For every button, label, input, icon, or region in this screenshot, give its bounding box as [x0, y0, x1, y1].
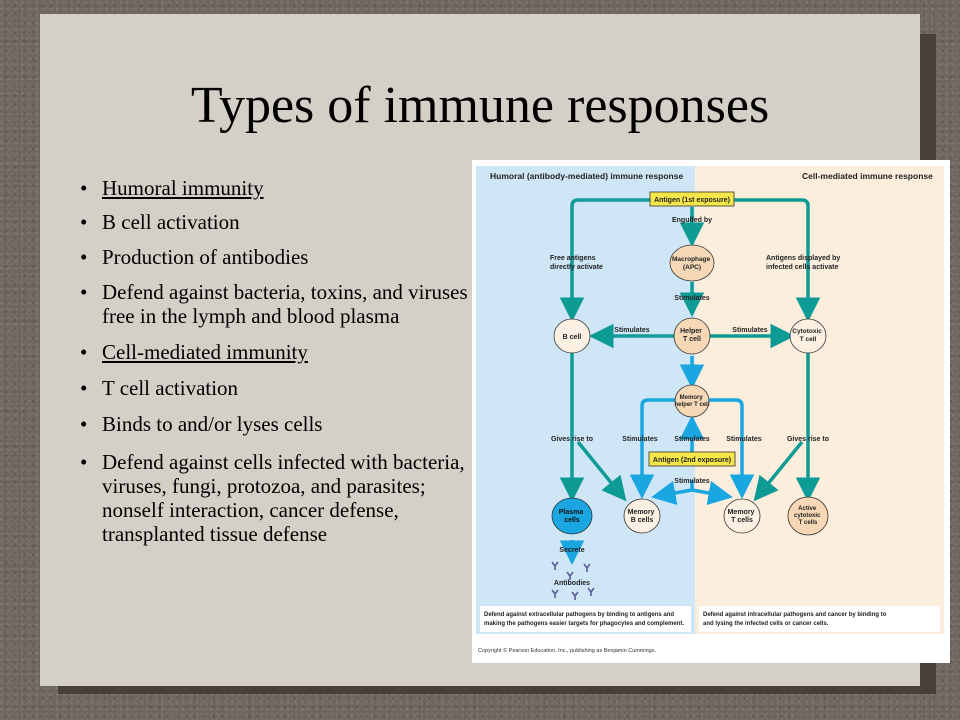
bullet-dot: • — [80, 376, 88, 400]
gives-rise-left: Gives rise to — [551, 436, 593, 443]
bullet-text: Defend against bacteria, toxins, and vir… — [102, 280, 468, 328]
diagram-canvas: Humoral (antibody-mediated) immune respo… — [476, 166, 944, 654]
bullet-text: Cell-mediated immunity — [102, 340, 308, 364]
bullet-dot: • — [80, 412, 88, 436]
bullet-item: • B cell activation — [80, 210, 482, 234]
bullet-item: • Defend against bacteria, toxins, and vi… — [80, 280, 482, 328]
bullet-item: • Binds to and/or lyses cells — [80, 412, 482, 436]
antibodies-label: Antibodies — [554, 580, 590, 587]
bullet-dot: • — [80, 280, 88, 304]
humoral-header: Humoral (antibody-mediated) immune respo… — [490, 171, 683, 181]
bullet-text: Production of antibodies — [102, 245, 309, 269]
antigens-displayed-label: Antigens displayed by infected cells act… — [766, 255, 842, 271]
helper-t-cell — [673, 317, 711, 355]
memory-helper-label: Memory helper T cell — [674, 395, 709, 408]
cell-mediated-footer-box — [699, 606, 940, 632]
cell-mediated-header: Cell-mediated immune response — [802, 171, 933, 181]
immune-response-diagram: Humoral (antibody-mediated) immune respo… — [472, 160, 950, 663]
antigen-first-label: Antigen (1st exposure) — [654, 197, 730, 204]
active-cytotoxic-label: Active cytotoxic T cells — [794, 506, 822, 526]
antigen-first-exposure — [649, 191, 735, 207]
bullet-item: • Defend against cells infected with bact… — [80, 450, 482, 546]
b-cell — [553, 318, 591, 354]
secrete-label: Secrete — [559, 547, 584, 554]
bullet-text: Humoral immunity — [102, 176, 264, 200]
antigen-second-exposure — [648, 451, 736, 467]
bullet-list: • Humoral immunity • B cell activation • Pr… — [80, 176, 482, 546]
copyright-text: Copyright © Pearson Education, Inc., pub… — [478, 647, 656, 654]
bullet-item: • T cell activation — [80, 376, 482, 400]
teal-arrows — [559, 198, 821, 502]
bullet-item: • Cell-mediated immunity — [80, 340, 482, 364]
stimulates-label-2: Stimulates — [614, 327, 650, 334]
bullet-item: • Production of antibodies — [80, 245, 482, 269]
stimulates-label-4: Stimulates — [622, 436, 658, 443]
stimulates-label-5: Stimulates — [674, 436, 710, 443]
slide-title: Types of immune responses — [190, 77, 770, 134]
cell-mediated-footer-text: Defend against intracellular pathogens a… — [703, 612, 888, 627]
bullet-text: B cell activation — [102, 210, 240, 234]
humoral-footer-text: Defend against extracellular pathogens b… — [484, 612, 684, 627]
bullet-dot: • — [80, 176, 88, 200]
bullet-text: T cell activation — [102, 376, 239, 400]
humoral-footer-box — [480, 606, 691, 632]
b-cell-label: B cell — [563, 334, 582, 341]
stimulates-label-3: Stimulates — [732, 327, 768, 334]
plasma-cells — [551, 497, 593, 535]
macrophage-cell — [669, 244, 715, 282]
antibody-icons — [551, 561, 595, 600]
memory-b-label: Memory B cells — [628, 509, 657, 524]
plasma-cells-label: Plasma cells — [559, 509, 585, 524]
antigen-second-label: Antigen (2nd exposure) — [653, 457, 731, 464]
engulfed-by-label: Engulfed by — [672, 217, 712, 224]
stimulates-label-7: Stimulates — [674, 478, 710, 485]
cytotoxic-t-label: Cytotoxic T cell — [792, 328, 823, 343]
helper-t-label: Helper T cell — [680, 328, 704, 343]
bullet-dot: • — [80, 340, 88, 364]
bullet-text: Defend against cells infected with bacte… — [102, 450, 465, 546]
memory-helper-t-cell — [674, 384, 710, 418]
bullet-text: Binds to and/or lyses cells — [102, 412, 323, 436]
stimulates-label-1: Stimulates — [674, 295, 710, 302]
memory-t-cells — [723, 498, 761, 534]
blue-arrows — [559, 356, 755, 565]
bullet-dot: • — [80, 210, 88, 234]
gives-rise-right: Gives rise to — [787, 436, 829, 443]
macrophage-label: Macrophage (APC) — [672, 256, 712, 271]
stimulates-label-6: Stimulates — [726, 436, 762, 443]
active-cytotoxic-t-cells — [787, 496, 829, 536]
slide: Types of immune responses • Humoral immun… — [40, 14, 950, 686]
bullet-dot: • — [80, 450, 88, 474]
bullet-item: • Humoral immunity — [80, 176, 482, 200]
memory-t-label: Memory T cells — [728, 509, 757, 524]
cytotoxic-t-cell — [789, 318, 827, 354]
bullet-dot: • — [80, 245, 88, 269]
free-antigens-label: Free antigens directly activate — [550, 255, 603, 271]
memory-b-cells — [623, 498, 661, 534]
